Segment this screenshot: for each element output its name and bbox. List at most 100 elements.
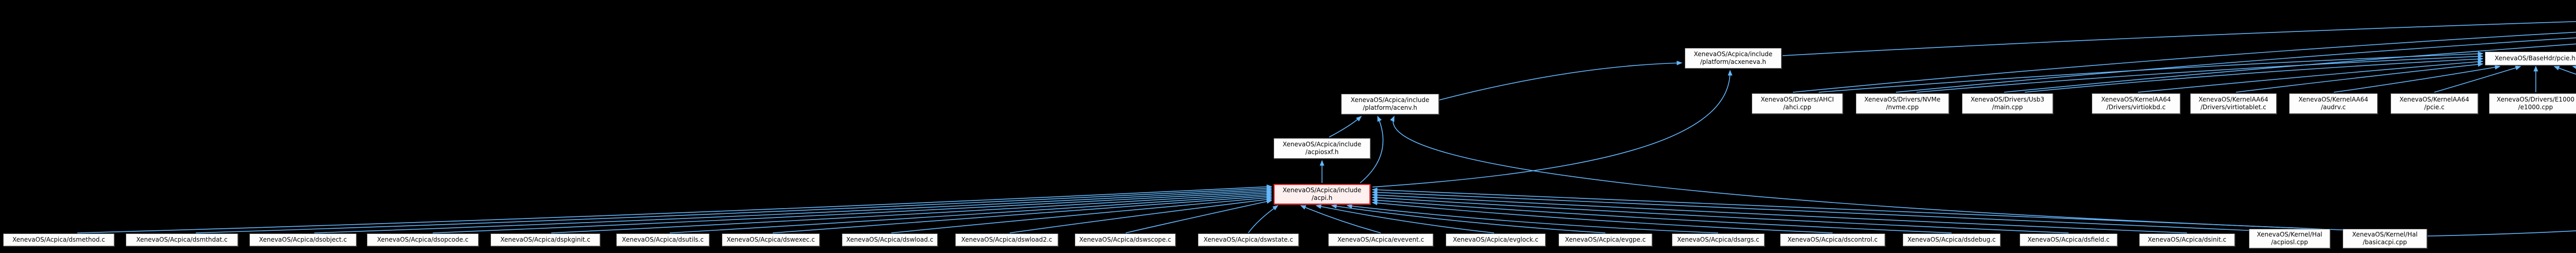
node-label-line: XenevaOS/Acpica/dswexec.c — [726, 235, 815, 243]
node-virtiotablet_c[interactable]: XenevaOS/KernelAA64/Drivers/virtiotablet… — [2190, 93, 2277, 114]
node-label-line: XenevaOS/Acpica/dsdebug.c — [1907, 235, 1996, 243]
node-label-line: /audrv.c — [2320, 104, 2346, 111]
node-label-line: XenevaOS/Acpica/include — [1693, 50, 1773, 58]
node-label-line: XenevaOS/Acpica/include — [1282, 140, 1362, 148]
edge-dsinit_c-to-acpi_h — [1371, 193, 2188, 233]
node-dsmethod_c[interactable]: XenevaOS/Acpica/dsmethod.c — [3, 233, 114, 246]
edge-usb3_main_cpp-to-pcie_h — [2024, 57, 2484, 93]
edge-pcie_c-to-pcie_h — [2434, 65, 2521, 93]
node-nvme_cpp[interactable]: XenevaOS/Drivers/NVMe/nvme.cpp — [1856, 93, 1949, 114]
node-label-line: XenevaOS/Drivers/E1000 — [2497, 95, 2574, 103]
edge-dsutils_c-to-acpi_h — [669, 192, 1273, 233]
node-label-line: /pcie.c — [2424, 104, 2445, 111]
node-label-line: XenevaOS/Acpica/dsutils.c — [622, 235, 704, 243]
edge-evevent_c-to-acpi_h — [1300, 205, 1381, 233]
edge-dswexec_c-to-acpi_h — [772, 194, 1273, 233]
edge-evglock_c-to-acpi_h — [1315, 204, 1495, 233]
node-label-line: XenevaOS/Acpica/dscontrol.c — [1787, 235, 1878, 243]
node-pcie_c[interactable]: XenevaOS/KernelAA64/pcie.c — [2391, 93, 2478, 114]
node-e1000_cpp[interactable]: XenevaOS/Drivers/E1000/e1000.cpp — [2489, 93, 2576, 114]
node-label-line: /basicacpi.cpp — [2363, 239, 2407, 246]
edge-dspkginit_c-to-acpi_h — [551, 191, 1273, 233]
node-label-line: XenevaOS/Drivers/AHCI — [1760, 95, 1834, 103]
node-dsobject_c[interactable]: XenevaOS/Acpica/dsobject.c — [249, 233, 357, 246]
node-label-line: XenevaOS/Kernel/Hal — [2352, 230, 2418, 238]
node-label-line: XenevaOS/Acpica/dsopcode.c — [377, 235, 469, 243]
node-usb3_main_cpp[interactable]: XenevaOS/Drivers/Usb3/main.cpp — [1962, 93, 2053, 114]
node-dswexec_c[interactable]: XenevaOS/Acpica/dswexec.c — [722, 233, 820, 246]
node-acpiosl_cpp[interactable]: XenevaOS/Kernel/Hal/acpiosl.cpp — [2249, 229, 2330, 248]
edge-acxeneva_h-to-hal_h — [1782, 21, 2576, 56]
edge-dsmthdat_c-to-acpi_h — [195, 185, 1273, 233]
node-label-line: /Drivers/virtiotablet.c — [2200, 104, 2266, 111]
node-label-line: XenevaOS/Acpica/dsmthdat.c — [136, 235, 228, 243]
node-label-line: XenevaOS/Acpica/evgpe.c — [1565, 235, 1646, 243]
node-label-line: /Drivers/virtiokbd.c — [2106, 104, 2166, 111]
node-dswload_c[interactable]: XenevaOS/Acpica/dswload.c — [842, 233, 938, 246]
node-dsargs_c[interactable]: XenevaOS/Acpica/dsargs.c — [1672, 233, 1765, 246]
node-dsfield_c[interactable]: XenevaOS/Acpica/dsfield.c — [2020, 233, 2117, 246]
edge-dsopcode_c-to-acpi_h — [432, 189, 1273, 233]
node-label-line: XenevaOS/KernelAA64 — [2399, 95, 2469, 103]
node-dsopcode_c[interactable]: XenevaOS/Acpica/dsopcode.c — [367, 233, 479, 246]
edge-dscontrol_c-to-acpi_h — [1371, 200, 1833, 233]
node-label-line: XenevaOS/Acpica/dsfield.c — [2027, 235, 2110, 243]
node-label-line: /acpi.h — [1311, 194, 1333, 201]
node-ahci_cpp[interactable]: XenevaOS/Drivers/AHCI/ahci.cpp — [1752, 93, 1843, 114]
node-label-line: /e1000.cpp — [2518, 104, 2553, 111]
edge-virtiotablet_c-to-pcie_h — [2235, 62, 2484, 93]
edge-evgpe_c-to-acpi_h — [1331, 204, 1606, 233]
node-dsmthdat_c[interactable]: XenevaOS/Acpica/dsmthdat.c — [126, 233, 238, 246]
node-dspkginit_c[interactable]: XenevaOS/Acpica/dspkginit.c — [490, 233, 600, 246]
edge-usb3_main_cpp-to-hal_h — [2004, 43, 2576, 93]
edge-acpiosl_cpp-to-acenv_h — [1390, 115, 2303, 229]
node-evevent_c[interactable]: XenevaOS/Acpica/evevent.c — [1328, 233, 1433, 246]
edge-nvme_cpp-to-hal_h — [1895, 37, 2576, 93]
edge-dsmethod_c-to-acpi_h — [77, 184, 1273, 233]
edge-dswload2_c-to-acpi_h — [1009, 197, 1273, 233]
node-label-line: XenevaOS/Acpica/dswload2.c — [961, 235, 1053, 243]
node-basicacpi_cpp[interactable]: XenevaOS/Kernel/Hal/basicacpi.cpp — [2343, 229, 2427, 248]
node-acxeneva_h[interactable]: XenevaOS/Acpica/include/platform/acxenev… — [1685, 48, 1782, 69]
edge-virtiokbd_c-to-pcie_h — [2138, 59, 2484, 93]
node-label-line: XenevaOS/Acpica/evglock.c — [1453, 235, 1538, 243]
node-label-line: XenevaOS/Acpica/dspkginit.c — [500, 235, 590, 243]
node-label-line: /ahci.cpp — [1783, 104, 1811, 111]
edge-acenv_h-to-acxeneva_h — [1439, 60, 1683, 100]
node-evgpe_c[interactable]: XenevaOS/Acpica/evgpe.c — [1558, 233, 1652, 246]
node-dswload2_c[interactable]: XenevaOS/Acpica/dswload2.c — [955, 233, 1058, 246]
node-label-line: XenevaOS/Acpica/evevent.c — [1337, 235, 1425, 243]
edge-acpi_h-to-acenv_h — [1360, 115, 1384, 183]
node-label-line: XenevaOS/Acpica/dsinit.c — [2147, 235, 2227, 243]
node-pcie_h[interactable]: XenevaOS/BaseHdr/pcie.h — [2485, 52, 2576, 65]
node-acpiosxf_h[interactable]: XenevaOS/Acpica/include/acpiosxf.h — [1274, 138, 1370, 159]
node-label-line: XenevaOS/Drivers/Usb3 — [1970, 95, 2045, 103]
node-label-line: /acpiosxf.h — [1305, 148, 1339, 156]
node-acenv_h[interactable]: XenevaOS/Acpica/include/platform/acenv.h — [1341, 94, 1439, 114]
node-audrv_c[interactable]: XenevaOS/KernelAA64/audrv.c — [2289, 93, 2378, 114]
node-dsdebug_c[interactable]: XenevaOS/Acpica/dsdebug.c — [1903, 233, 2001, 246]
node-label-line: /nvme.cpp — [1886, 104, 1919, 111]
node-virtiokbd_c[interactable]: XenevaOS/KernelAA64/Drivers/virtiokbd.c — [2092, 93, 2180, 114]
edge-ahci_cpp-to-hal_h — [1792, 31, 2576, 93]
node-label-line: /platform/acenv.h — [1363, 104, 1417, 111]
node-dswstate_c[interactable]: XenevaOS/Acpica/dswstate.c — [1198, 233, 1299, 246]
node-dsutils_c[interactable]: XenevaOS/Acpica/dsutils.c — [616, 233, 709, 246]
edge-audrv_c-to-pcie_h — [2333, 65, 2501, 93]
node-label-line: XenevaOS/BaseHdr/pcie.h — [2495, 54, 2575, 62]
edge-ihda_cpp-to-pcie_h — [2553, 66, 2576, 75]
node-label-line: XenevaOS/Acpica/dswscope.c — [1079, 235, 1172, 243]
node-dsinit_c[interactable]: XenevaOS/Acpica/dsinit.c — [2139, 233, 2235, 246]
edge-acpi_h-to-acxeneva_h — [1372, 70, 1733, 188]
node-evglock_c[interactable]: XenevaOS/Acpica/evglock.c — [1446, 233, 1546, 246]
edge-dswload_c-to-acpi_h — [891, 195, 1273, 233]
node-dswscope_c[interactable]: XenevaOS/Acpica/dswscope.c — [1075, 233, 1176, 246]
node-dscontrol_c[interactable]: XenevaOS/Acpica/dscontrol.c — [1780, 233, 1885, 246]
node-label-line: XenevaOS/KernelAA64 — [2101, 95, 2171, 103]
edge-dsargs_c-to-acpi_h — [1346, 204, 1719, 233]
node-label-line: XenevaOS/KernelAA64 — [2198, 95, 2268, 103]
node-acpi_h[interactable]: XenevaOS/Acpica/include/acpi.h — [1274, 184, 1370, 205]
